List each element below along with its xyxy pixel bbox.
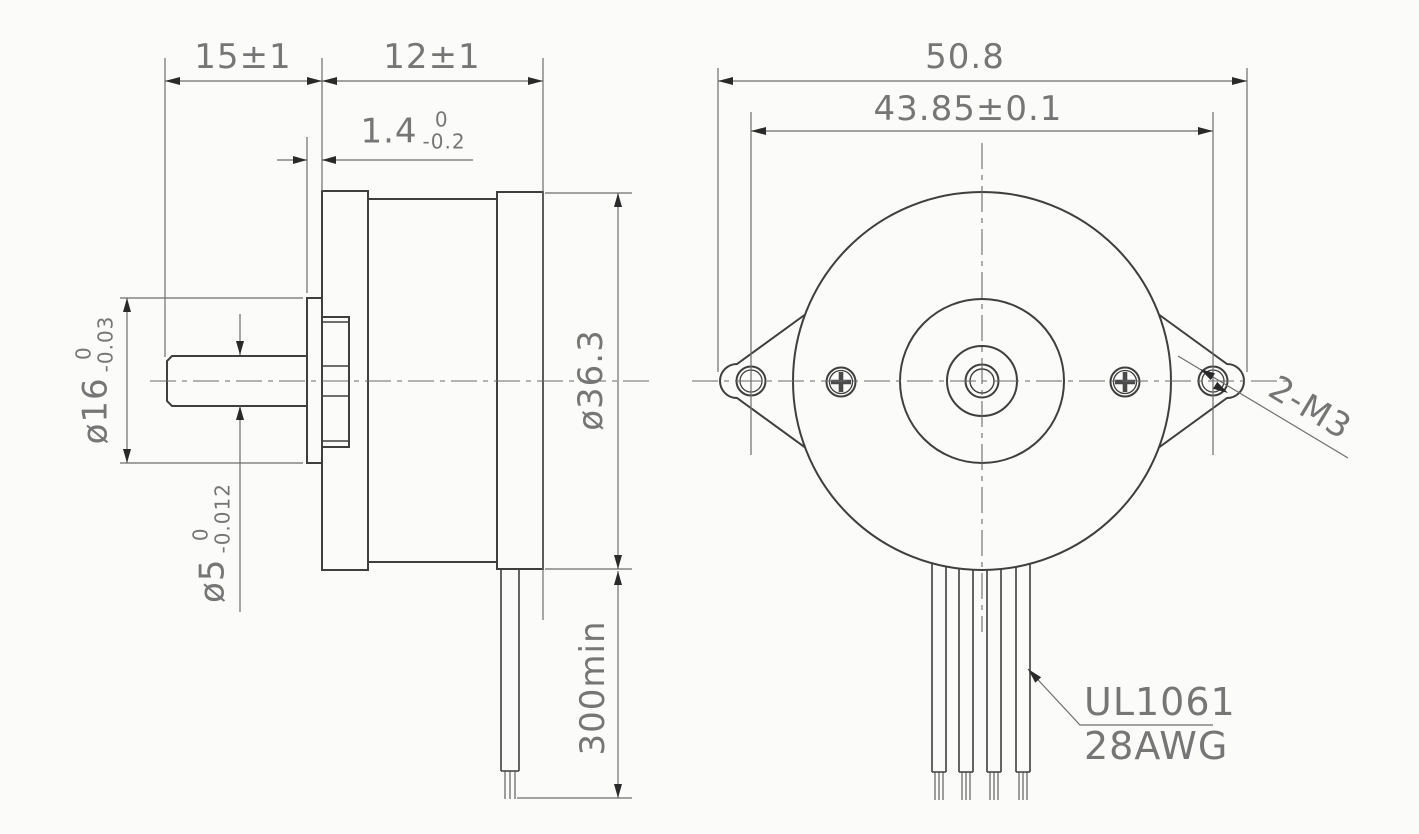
screw-left [825, 366, 857, 398]
dim-boss-diameter-label: ø16 0 -0.03 [71, 315, 117, 445]
tolerance-lower: -0.012 [210, 483, 234, 554]
tolerance-stack: 0 -0.012 [188, 483, 234, 554]
side-view-arrowheads [123, 77, 622, 798]
leader-line-wire-spec [1027, 668, 1213, 726]
tolerance-stack: 0 -0.2 [423, 109, 466, 152]
phillips-cross-icon [831, 372, 851, 392]
tolerance-upper: 0 [71, 346, 96, 360]
tolerance-upper: 0 [434, 107, 449, 132]
phillips-cross-icon [1115, 372, 1135, 392]
wire-spec-label-line2: 28AWG [1084, 724, 1229, 768]
ext-line [120, 297, 303, 464]
front-view-arrowheads [718, 77, 1247, 683]
ext-line [717, 68, 1248, 372]
lead-wires-front [931, 562, 1031, 800]
dim-shaft-diameter-label: ø5 0 -0.012 [188, 483, 234, 603]
dim-value: 1.4 [360, 111, 418, 151]
side-view-dimensions [120, 58, 632, 799]
dim-value: ø5 [192, 558, 232, 603]
screw-right [1109, 366, 1141, 398]
wire-spec-label-line1: UL1061 [1084, 680, 1236, 724]
tolerance-lower: -0.2 [422, 129, 466, 153]
dim-value: ø16 [75, 377, 115, 445]
ext-line [750, 112, 1214, 455]
tolerance-stack: 0 -0.03 [71, 315, 117, 373]
front-view [692, 143, 1290, 800]
side-view [150, 190, 650, 799]
dim-shaft-length-label: 15±1 [194, 37, 292, 77]
dim-body-diameter-label: ø36.3 [571, 329, 611, 431]
dim-overall-width-label: 50.8 [925, 37, 1005, 77]
gear-hub [321, 316, 350, 448]
dim-line-lead-length [517, 571, 632, 799]
dim-body-length-label: 12±1 [383, 37, 481, 77]
dim-boss-protrusion-label: 1.4 0 -0.2 [360, 109, 465, 152]
tolerance-upper: 0 [188, 527, 213, 542]
dim-hole-spacing-label: 43.85±0.1 [873, 89, 1063, 129]
tolerance-lower: -0.03 [93, 315, 117, 373]
front-view-dimensions [717, 68, 1349, 726]
lead-wires-side [500, 569, 520, 799]
dim-lead-length-label: 300min [573, 620, 613, 756]
